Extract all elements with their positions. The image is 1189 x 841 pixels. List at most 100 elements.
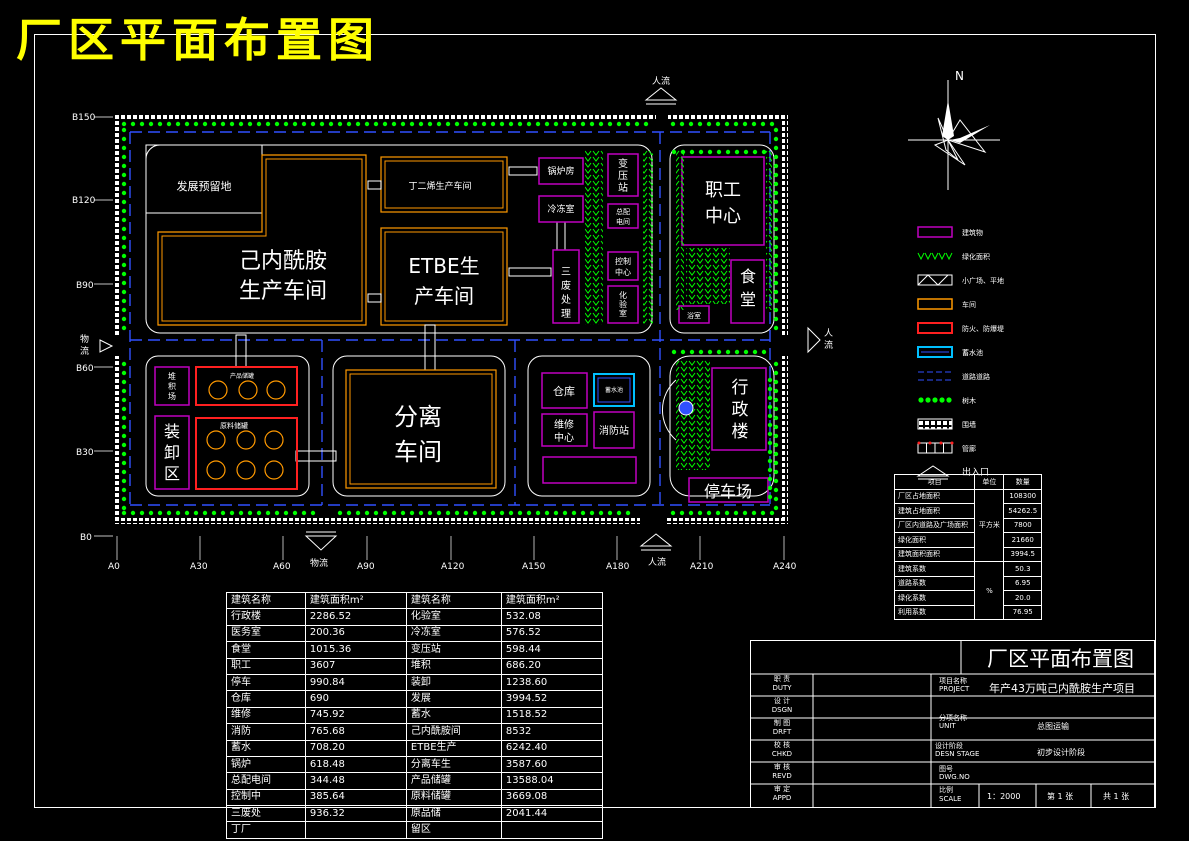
tree-icon	[157, 121, 163, 127]
tree-icon	[130, 510, 136, 516]
tree-icon	[193, 510, 199, 516]
tree-icon	[716, 349, 722, 355]
tree-icon	[773, 208, 779, 214]
btab-header: 建筑名称	[405, 591, 502, 610]
tree-icon	[202, 510, 208, 516]
lab-label-1: 化	[619, 290, 627, 300]
btab-cell: 原品储	[405, 805, 502, 823]
tree-icon	[121, 181, 127, 187]
btab-cell: 2286.52	[304, 608, 407, 626]
tree-icon	[229, 121, 235, 127]
btab-cell: 13588.04	[500, 772, 604, 790]
tree-icon	[742, 510, 748, 516]
btab-cell: 990.84	[304, 673, 407, 692]
tree-icon	[707, 349, 713, 355]
legend-label: 道路道路	[962, 372, 990, 381]
btab-cell: 维修	[226, 706, 306, 725]
tree-icon	[734, 149, 740, 155]
grid-col-a60: A60	[273, 562, 291, 572]
legend-label: 小广场、平地	[962, 276, 1004, 285]
tree-icon	[121, 145, 127, 151]
tree-icon	[337, 121, 343, 127]
scale-label-cn: 比例	[939, 786, 953, 794]
etbe-workshop	[380, 227, 508, 326]
tree-icon	[773, 307, 779, 313]
tree-icon	[773, 163, 779, 169]
tree-icon	[698, 149, 704, 155]
tree-icon	[535, 510, 541, 516]
admin-label-2: 政	[732, 400, 749, 420]
project-label-cn: 项目名称	[939, 677, 967, 685]
stat-value: 7800	[1003, 517, 1042, 533]
tree-icon	[767, 395, 773, 401]
tree-icon	[139, 510, 145, 516]
tree-icon	[121, 226, 127, 232]
legend-label: 车间	[962, 300, 976, 309]
tree-icon	[499, 121, 505, 127]
tree-icon	[391, 510, 397, 516]
role-en: DRFT	[772, 728, 792, 736]
water-pool	[593, 373, 635, 407]
project-value: 年产43万吨己内酰胺生产项目	[989, 682, 1135, 695]
tree-icon: 树木	[918, 396, 976, 405]
tree-icon	[292, 510, 298, 516]
tree-icon	[193, 121, 199, 127]
parking-label: 停车场	[704, 482, 752, 501]
tree-icon	[724, 121, 730, 127]
legend-label: 树木	[962, 396, 976, 405]
tree-icon	[373, 121, 379, 127]
tree-icon	[580, 121, 586, 127]
tree-icon	[544, 121, 550, 127]
unit-label-en: UNIT	[939, 722, 956, 730]
perimeter-wall	[112, 110, 790, 526]
tree-icon	[773, 262, 779, 268]
sheet-number: 第 1 张	[1047, 792, 1074, 801]
tree-icon	[121, 469, 127, 475]
tree-icon	[767, 386, 773, 392]
btab-cell: 1238.60	[500, 673, 604, 692]
tree-icon	[418, 510, 424, 516]
tree-icon	[427, 510, 433, 516]
tree-icon	[607, 121, 613, 127]
yard-label-3: 场	[168, 392, 176, 401]
btab-cell: 708.20	[304, 739, 407, 757]
tree-icon	[229, 510, 235, 516]
grid-row-b0: B0	[80, 533, 92, 543]
tree-icon	[454, 121, 460, 127]
stat-name: 道路系数	[893, 575, 976, 591]
tree-icon	[688, 121, 694, 127]
grid-col-a240: A240	[773, 562, 797, 572]
tree-icon	[310, 121, 316, 127]
grid-col-a30: A30	[190, 562, 208, 572]
tree-icon	[773, 253, 779, 259]
tree-icon	[121, 478, 127, 484]
tree-icon	[773, 154, 779, 160]
tree-icon	[724, 510, 730, 516]
road-icon: 道路道路	[918, 371, 990, 381]
pipe-rack-icon: 管廊	[917, 441, 976, 454]
tree-icon	[373, 510, 379, 516]
gate-icons	[99, 87, 821, 551]
scale-value: 1：2000	[987, 792, 1021, 801]
tree-icon	[382, 121, 388, 127]
tree-icon	[256, 121, 262, 127]
tree-icon	[773, 271, 779, 277]
tree-icon	[256, 510, 262, 516]
tree-icon	[589, 510, 595, 516]
tree-icon	[634, 121, 640, 127]
tree-icon	[463, 121, 469, 127]
btab-cell: 蓄水	[226, 739, 306, 757]
tree-icon	[121, 379, 127, 385]
tree-icon	[382, 510, 388, 516]
lab-label-2: 验	[619, 299, 627, 309]
stat-value: 50.3	[1003, 561, 1042, 577]
tree-icon	[121, 163, 127, 169]
tree-icon	[400, 510, 406, 516]
tree-icon	[247, 121, 253, 127]
tree-icon	[427, 121, 433, 127]
tree-icon	[734, 349, 740, 355]
